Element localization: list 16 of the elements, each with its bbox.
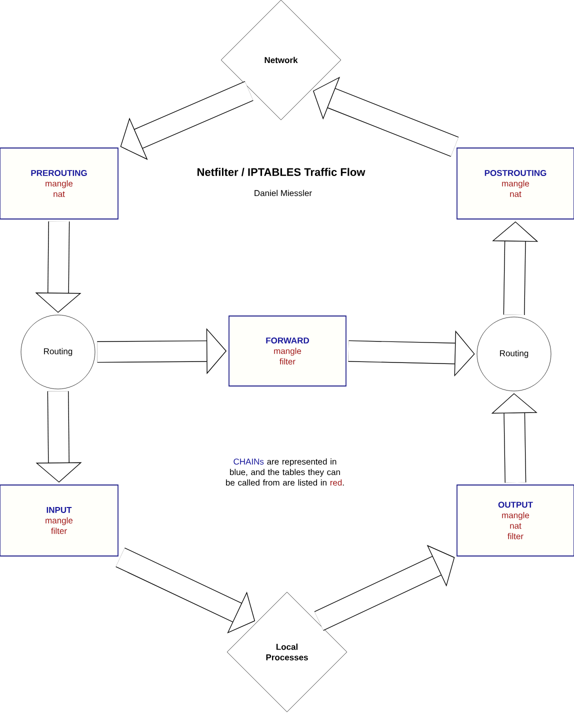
- chain-box: FORWARD mangle filter: [228, 316, 346, 386]
- author-name: Daniel Miessler: [254, 190, 312, 196]
- block-arrow: [314, 544, 455, 631]
- note-text: CHAINs are represented in blue, and the tables they can be called from are listed in red.: [226, 458, 344, 486]
- label: are represented in: [267, 458, 336, 466]
- title: Netfilter / IPTABLES Traffic Flow: [198, 168, 366, 176]
- chain-box: POSTROUTING mangle nat: [456, 148, 574, 220]
- chain-box: INPUT mangle filter: [0, 484, 118, 556]
- chain-box: OUTPUT mangle nat filter: [456, 484, 574, 556]
- block-arrow: [120, 81, 254, 160]
- label: CHAINs: [234, 458, 264, 465]
- label: blue, and the tables they can: [230, 468, 340, 477]
- label: be called from are listed in: [226, 479, 326, 486]
- label: red: [330, 479, 342, 486]
- chain-box: PREROUTING mangle nat: [0, 148, 118, 220]
- label: .: [342, 484, 344, 486]
